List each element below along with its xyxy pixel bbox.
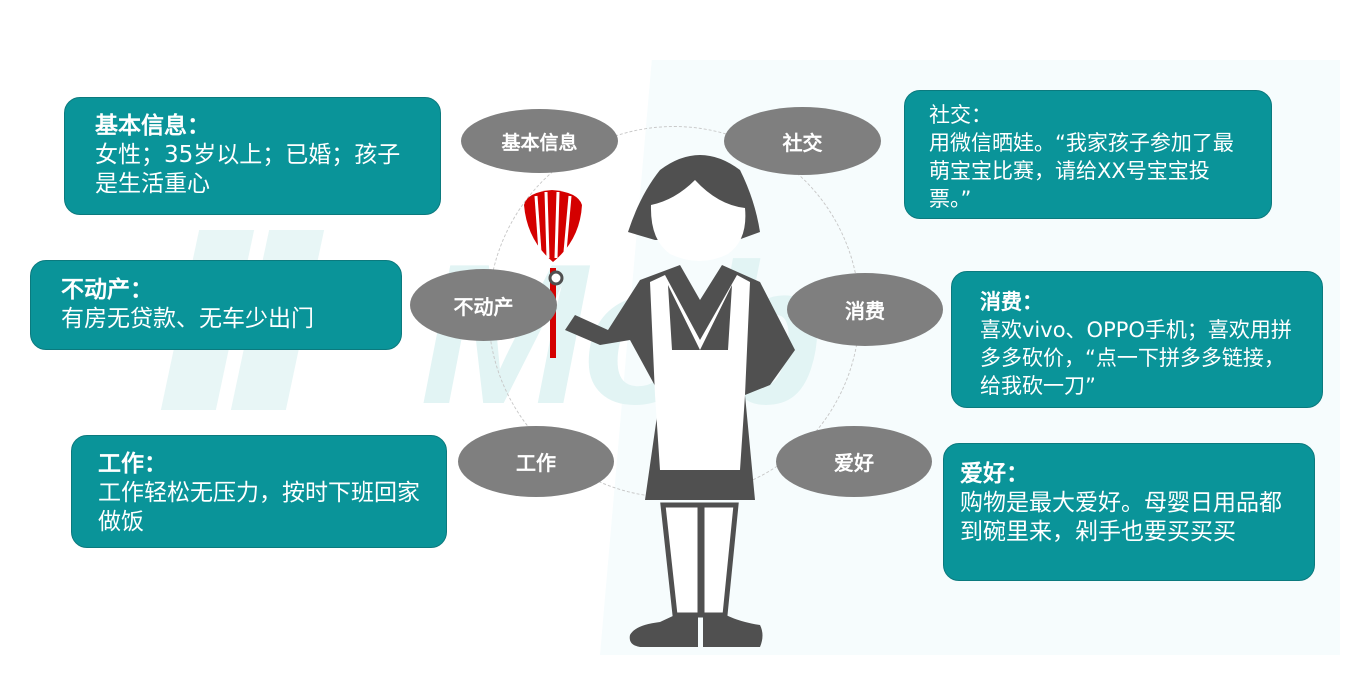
ellipse-social: 社交 [724, 107, 881, 175]
info-box-hobby: 爱好： 购物是最大爱好。母婴日用品都到碗里来，剁手也要买买买 [943, 443, 1315, 581]
info-box-social: 社交： 用微信晒娃。“我家孩子参加了最萌宝宝比赛，请给XX号宝宝投票。” [904, 90, 1272, 219]
info-box-basic-info: 基本信息： 女性；35岁以上；已婚；孩子是生活重心 [64, 97, 441, 215]
ellipse-hobby: 爱好 [776, 426, 932, 497]
info-box-consumption: 消费： 喜欢vivo、OPPO手机；喜欢用拼多多砍价，“点一下拼多多链接，给我砍… [951, 271, 1323, 408]
ellipse-property: 不动产 [410, 269, 557, 341]
info-box-property: 不动产： 有房无贷款、无车少出门 [30, 260, 402, 350]
ellipse-work: 工作 [458, 426, 614, 497]
ellipse-consumption: 消费 [787, 273, 943, 346]
ellipse-basic-info: 基本信息 [461, 109, 618, 173]
info-box-work: 工作： 工作轻松无压力，按时下班回家做饭 [71, 435, 447, 548]
